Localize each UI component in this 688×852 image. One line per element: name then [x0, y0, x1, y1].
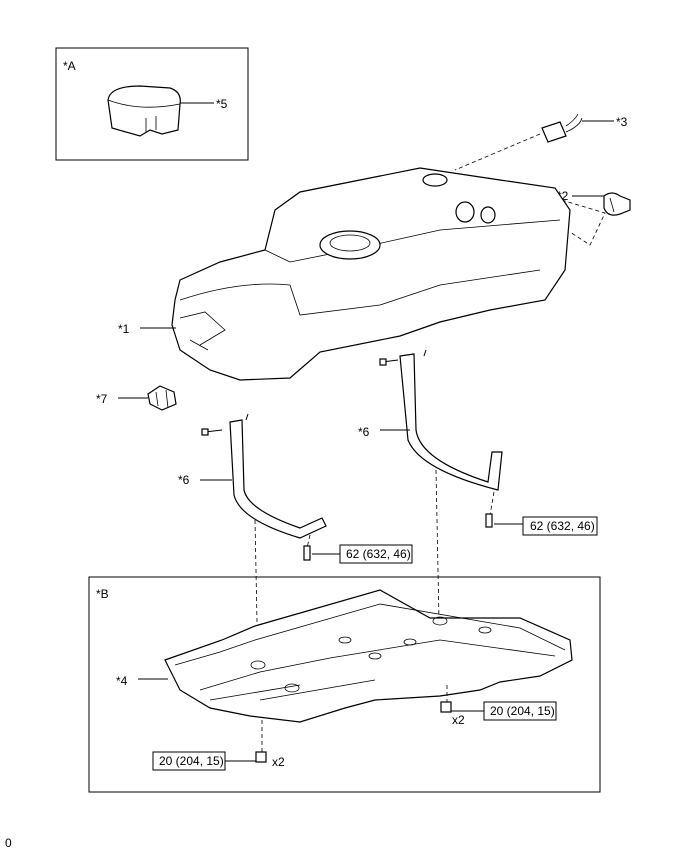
callout-2: *2: [557, 189, 569, 203]
fuel-tank-part: [171, 167, 571, 381]
qty-nut-left: x2: [272, 755, 285, 769]
torque-box-nut-right: [483, 701, 557, 721]
callout-6-right: *6: [358, 425, 370, 439]
torque-box-strap-right: [522, 516, 598, 536]
torque-nut-right: 20 (204, 15): [490, 704, 555, 718]
fuel-filler-hose-part: [603, 192, 631, 216]
strap-bolt-right: [485, 513, 493, 528]
torque-nut-left: 20 (204, 15): [159, 754, 224, 768]
torque-box-strap-left: [339, 544, 413, 564]
strap-bolt-left: [303, 545, 311, 561]
protector-nut-right: [440, 701, 452, 713]
callout-7: *7: [96, 392, 108, 406]
fuel-tank-band-right-part: [379, 349, 503, 491]
fuel-tank-cap-cover-part: [107, 85, 181, 137]
inset-b-label: *B: [96, 587, 109, 601]
fuel-tank-band-left-part: [201, 413, 327, 539]
fuel-hose-connector-part: [541, 113, 583, 143]
callout-5: *5: [216, 97, 228, 111]
torque-strap-right: 62 (632, 46): [530, 519, 595, 533]
inset-b-frame: [88, 576, 601, 793]
protector-nut-left: [255, 751, 267, 763]
inset-a-frame: [55, 47, 249, 161]
callout-3: *3: [616, 115, 628, 129]
callout-4: *4: [116, 674, 128, 688]
callout-1: *1: [118, 322, 130, 336]
torque-strap-left: 62 (632, 46): [346, 547, 411, 561]
qty-nut-right: x2: [452, 713, 465, 727]
footer-code: 0: [5, 836, 12, 850]
torque-box-nut-left: [152, 751, 226, 771]
fuel-tube-clamp-part: [147, 385, 177, 411]
inset-a-label: *A: [63, 59, 76, 73]
callout-6-left: *6: [178, 473, 190, 487]
fuel-tank-protector-part: [164, 589, 573, 723]
